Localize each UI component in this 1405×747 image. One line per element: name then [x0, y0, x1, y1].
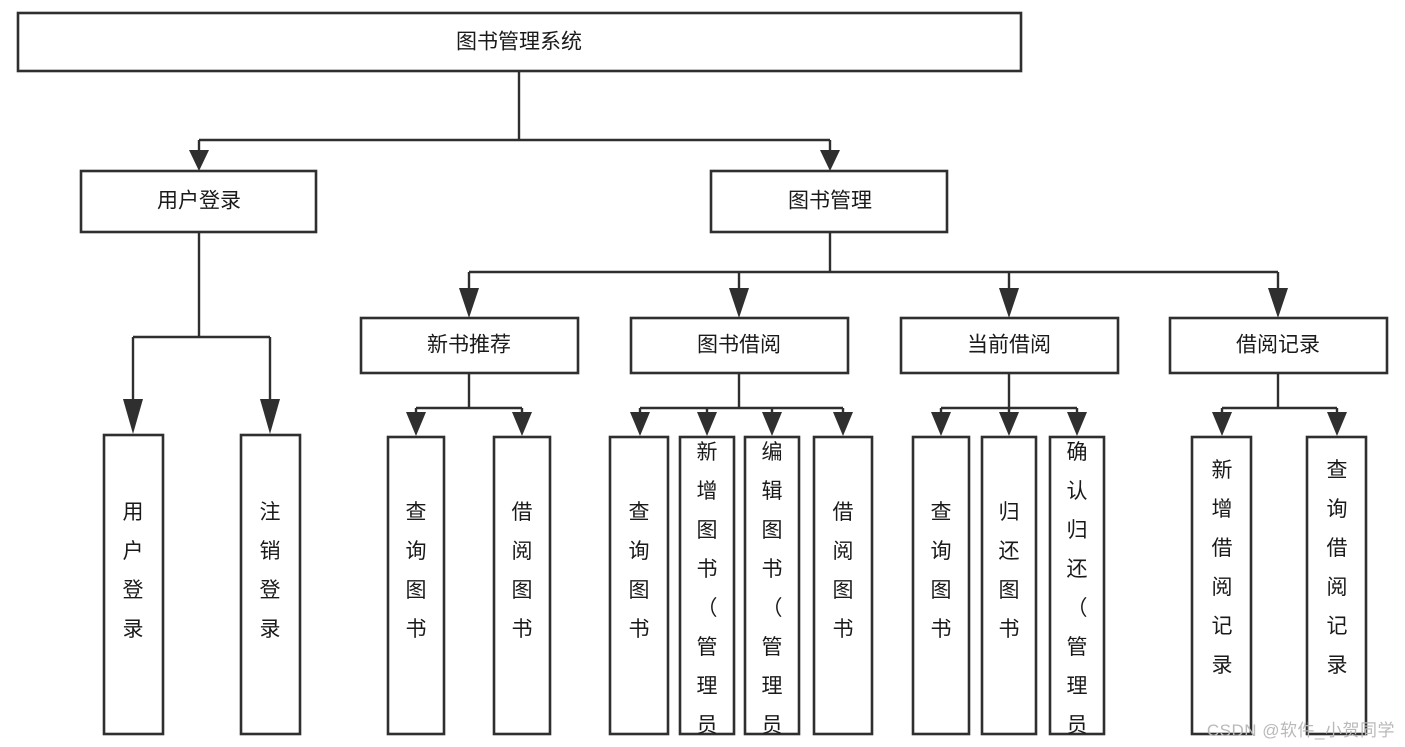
- arrowhead-leaf-logout: [260, 399, 280, 434]
- node-leaf-return-book-label: 归还图书: [999, 501, 1020, 641]
- node-leaf-add-record-box[interactable]: [1190, 435, 1253, 736]
- arrowhead-new-book-rec: [459, 288, 479, 318]
- node-user-login-box[interactable]: [79, 169, 318, 234]
- node-new-book-rec-box[interactable]: [359, 316, 580, 375]
- node-leaf-borrow-book-b[interactable]: 借阅图书: [812, 435, 874, 736]
- node-leaf-borrow-book-b-box[interactable]: [812, 435, 874, 736]
- node-current-borrow-box[interactable]: [899, 316, 1120, 375]
- node-leaf-query-book-b[interactable]: 查询图书: [608, 435, 670, 736]
- node-new-book-rec-label: 新书推荐: [427, 334, 511, 357]
- connector-layer: [123, 71, 1347, 436]
- arrowhead-user-login: [189, 150, 209, 171]
- node-leaf-logout-label: 注销登录: [260, 501, 281, 641]
- node-leaf-query-book-b-box[interactable]: [608, 435, 670, 736]
- node-leaf-edit-book-label: 编辑图书（管理员）: [762, 441, 783, 747]
- node-new-book-rec[interactable]: 新书推荐: [359, 316, 580, 375]
- node-leaf-add-record[interactable]: 新增借阅记录: [1190, 435, 1253, 736]
- node-leaf-add-book-label: 新增图书（管理员）: [697, 441, 718, 747]
- node-leaf-query-record-label: 查询借阅记录: [1327, 459, 1348, 677]
- node-leaf-edit-book[interactable]: 编辑图书（管理员）: [743, 435, 801, 747]
- node-user-login[interactable]: 用户登录: [79, 169, 318, 234]
- node-leaf-borrow-book-a-label: 借阅图书: [512, 501, 533, 641]
- node-leaf-query-book-b-label: 查询图书: [629, 501, 650, 641]
- node-book-manage[interactable]: 图书管理: [709, 169, 949, 234]
- arrowhead-current-borrow: [999, 288, 1019, 318]
- node-leaf-user-login[interactable]: 用户登录: [102, 433, 165, 736]
- node-book-manage-box[interactable]: [709, 169, 949, 234]
- node-leaf-query-book-a[interactable]: 查询图书: [386, 435, 446, 736]
- arrowhead-leaf-user-login: [123, 399, 143, 434]
- node-leaf-user-login-label: 用户登录: [123, 501, 144, 641]
- arrowhead-leaf-query-book-a: [406, 412, 426, 436]
- node-leaf-logout[interactable]: 注销登录: [239, 433, 302, 736]
- node-leaf-confirm-return-label: 确认归还（管理员）: [1067, 441, 1088, 747]
- node-book-manage-label: 图书管理: [788, 190, 872, 213]
- node-leaf-add-book-box[interactable]: [678, 435, 736, 736]
- node-leaf-borrow-book-b-label: 借阅图书: [833, 501, 854, 641]
- arrowhead-book-manage: [820, 150, 840, 171]
- node-current-borrow[interactable]: 当前借阅: [899, 316, 1120, 375]
- node-leaf-confirm-return[interactable]: 确认归还（管理员）: [1048, 435, 1106, 747]
- node-leaf-return-book-box[interactable]: [980, 435, 1038, 736]
- node-leaf-borrow-book-a-box[interactable]: [492, 435, 552, 736]
- node-borrow-record-label: 借阅记录: [1236, 334, 1320, 357]
- node-leaf-logout-box[interactable]: [239, 433, 302, 736]
- arrowhead-leaf-confirm-return: [1067, 412, 1087, 436]
- node-borrow-record-box[interactable]: [1168, 316, 1389, 375]
- arrowhead-book-borrow: [729, 288, 749, 318]
- node-user-login-label: 用户登录: [157, 190, 241, 213]
- node-borrow-record[interactable]: 借阅记录: [1168, 316, 1389, 375]
- arrowhead-leaf-return-book: [999, 412, 1019, 436]
- node-leaf-query-book-a-label: 查询图书: [406, 501, 427, 641]
- arrowhead-leaf-add-book: [697, 412, 717, 436]
- node-book-borrow-label: 图书借阅: [697, 334, 781, 357]
- node-leaf-query-book-c[interactable]: 查询图书: [911, 435, 971, 736]
- arrowhead-leaf-query-record: [1327, 412, 1347, 436]
- node-book-borrow[interactable]: 图书借阅: [629, 316, 850, 375]
- node-book-borrow-box[interactable]: [629, 316, 850, 375]
- node-leaf-borrow-book-a[interactable]: 借阅图书: [492, 435, 552, 736]
- node-leaf-query-book-c-label: 查询图书: [931, 501, 952, 641]
- arrowhead-leaf-edit-book: [762, 412, 782, 436]
- node-leaf-query-book-c-box[interactable]: [911, 435, 971, 736]
- arrowhead-borrow-record: [1268, 288, 1288, 318]
- node-root[interactable]: 图书管理系统: [16, 11, 1023, 73]
- node-leaf-add-record-label: 新增借阅记录: [1212, 459, 1233, 677]
- node-leaf-query-book-a-box[interactable]: [386, 435, 446, 736]
- node-root-box[interactable]: [16, 11, 1023, 73]
- node-leaf-user-login-box[interactable]: [102, 433, 165, 736]
- node-leaf-edit-book-box[interactable]: [743, 435, 801, 736]
- node-root-label: 图书管理系统: [456, 31, 582, 54]
- node-leaf-return-book[interactable]: 归还图书: [980, 435, 1038, 736]
- node-current-borrow-label: 当前借阅: [967, 334, 1051, 357]
- arrowhead-leaf-query-book-b: [630, 412, 650, 436]
- node-leaf-query-record-box[interactable]: [1305, 435, 1368, 736]
- node-leaf-add-book[interactable]: 新增图书（管理员）: [678, 435, 736, 747]
- arrowhead-leaf-add-record: [1212, 412, 1232, 436]
- node-leaf-query-record[interactable]: 查询借阅记录: [1305, 435, 1368, 736]
- arrowhead-leaf-borrow-book-a: [512, 412, 532, 436]
- node-leaf-confirm-return-box[interactable]: [1048, 435, 1106, 736]
- arrowhead-leaf-query-book-c: [931, 412, 951, 436]
- arrowhead-leaf-borrow-book-b: [833, 412, 853, 436]
